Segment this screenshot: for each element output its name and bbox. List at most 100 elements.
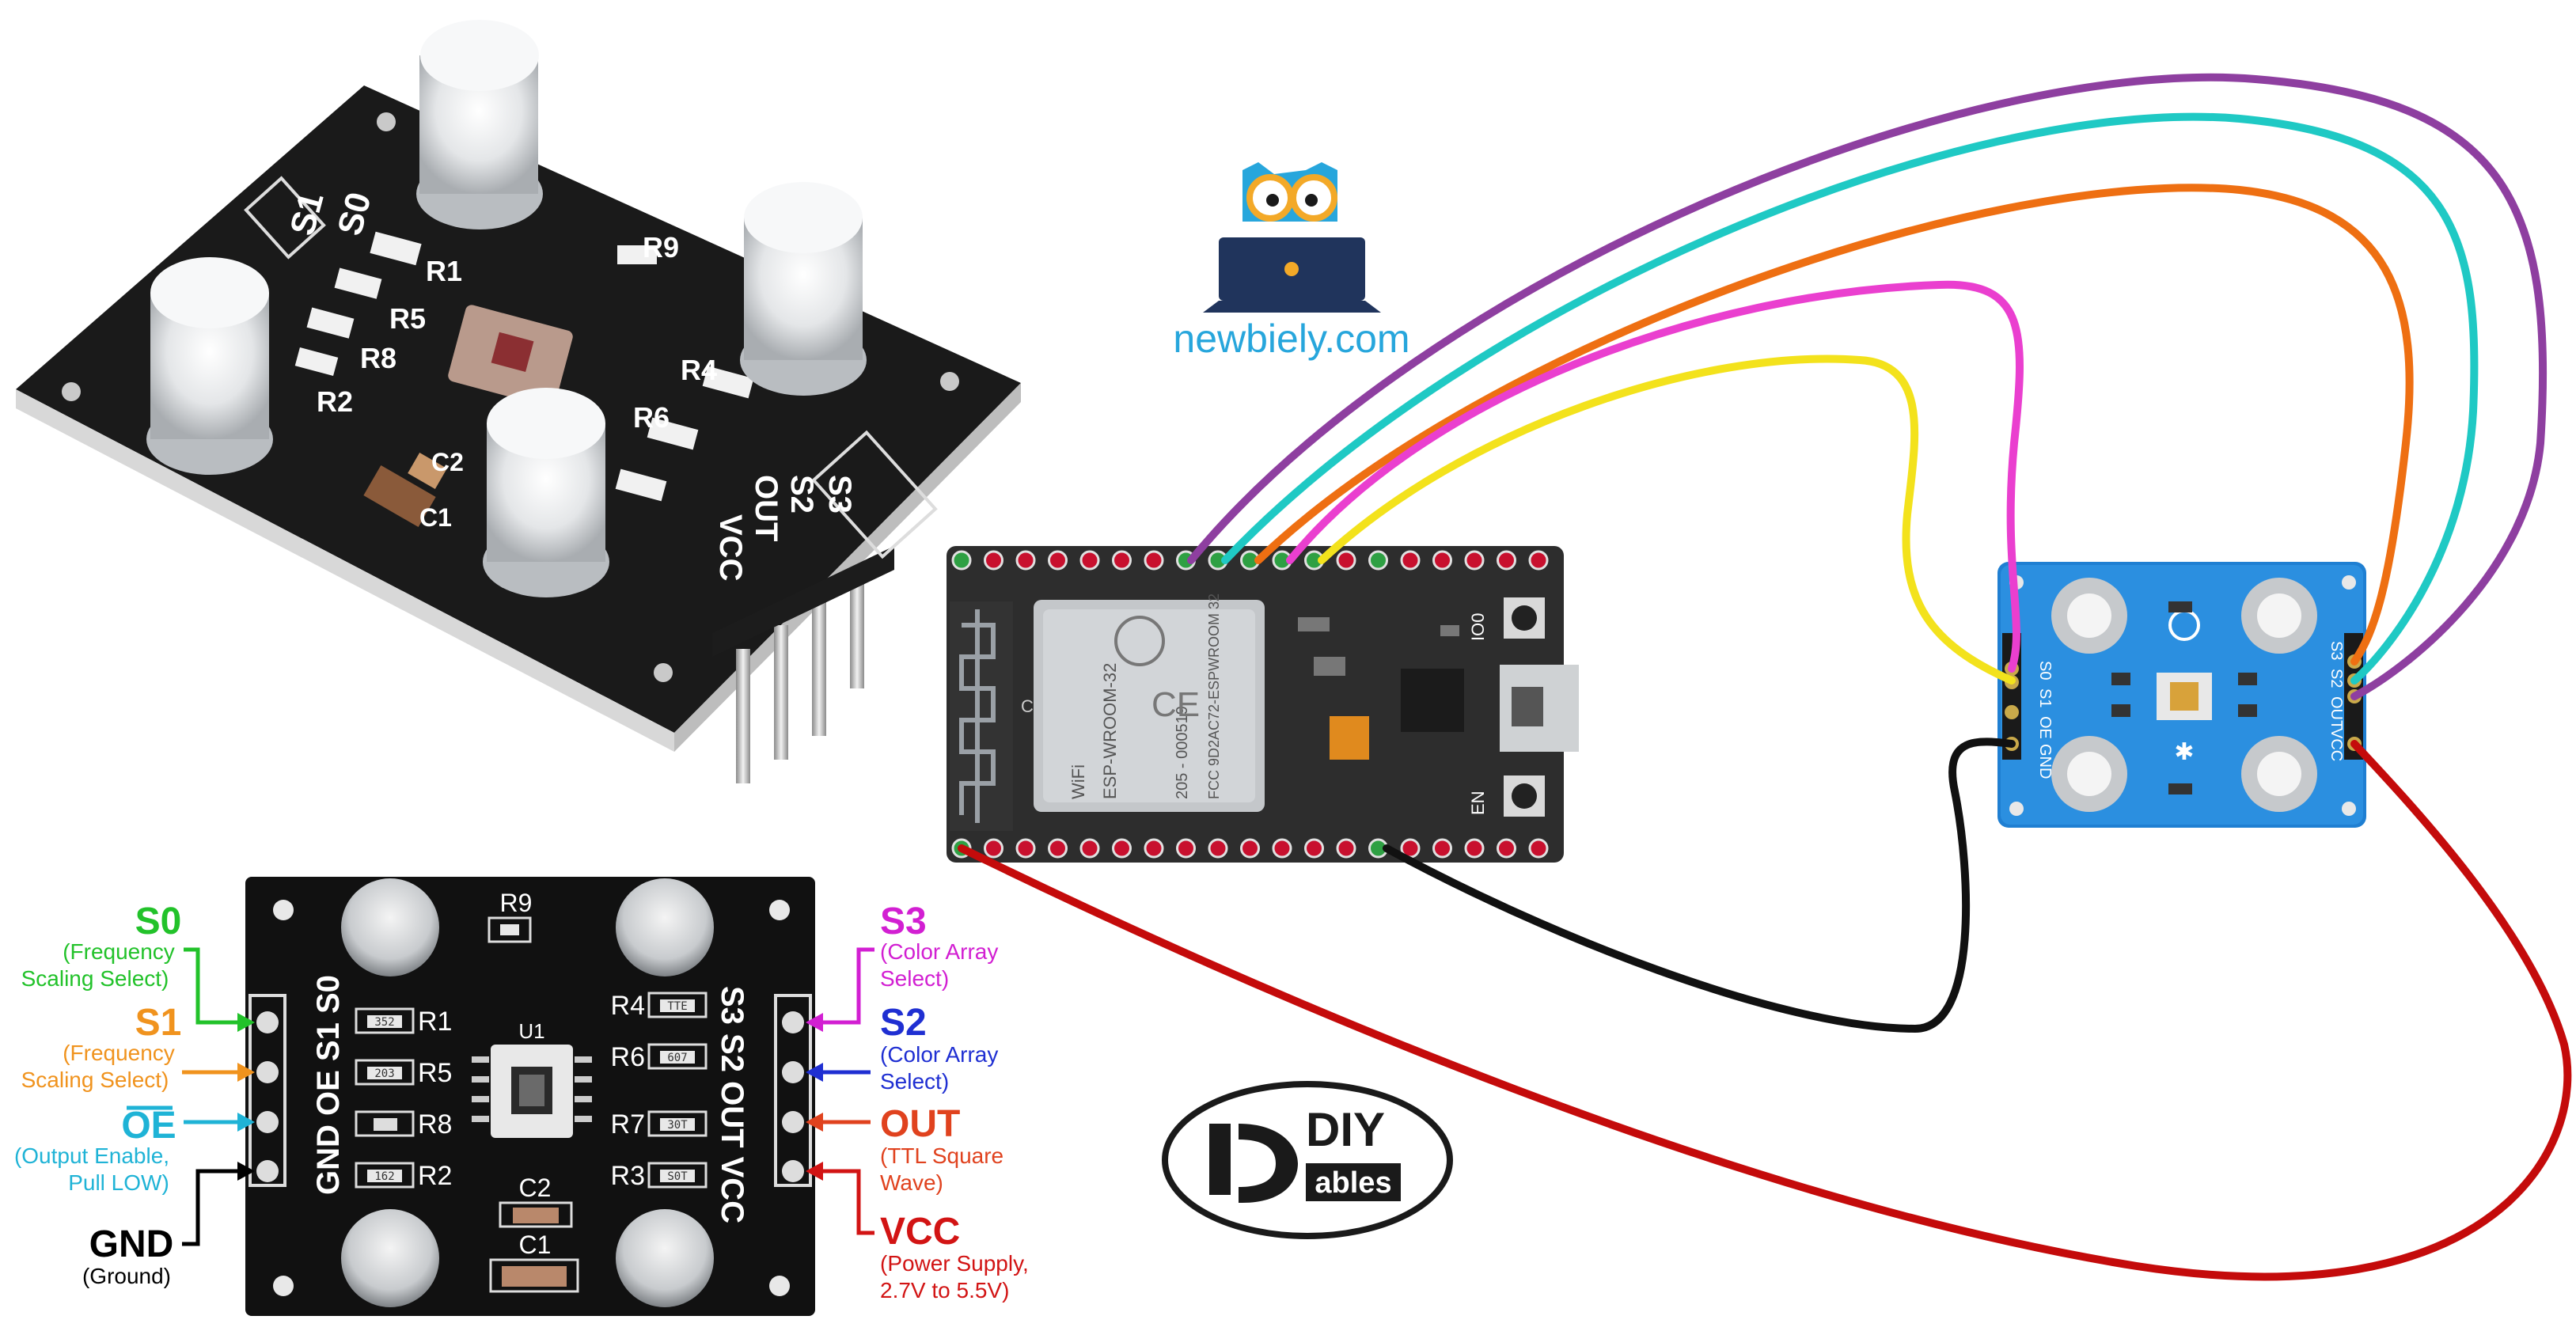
photo-led — [740, 182, 867, 396]
photo-pin-label: S2 — [784, 475, 819, 514]
esp32-pin — [1112, 550, 1132, 571]
photo-board-edge-right — [674, 383, 1021, 752]
esp32-pin — [1400, 550, 1421, 571]
mount-hole — [940, 372, 959, 391]
callout-desc: Scaling Select) — [21, 1067, 169, 1092]
photo-part-label: R4 — [681, 354, 717, 386]
right-header-label: S3 S2 OUT VCC — [715, 986, 749, 1223]
photo-part-label: R2 — [317, 385, 353, 418]
photo-board-edge — [16, 389, 674, 752]
diagram-part-label: R9 — [500, 889, 533, 917]
ce-mark: CE — [1151, 685, 1200, 724]
esp32-pin — [1497, 550, 1516, 571]
callout-desc: (Frequency — [63, 1041, 175, 1065]
callout-out: OUT (TTL Square Wave) — [806, 1103, 1003, 1195]
diagram-part-label: R1 — [418, 1007, 452, 1037]
esp32-pin — [1272, 838, 1292, 859]
photo-pin-label: OUT — [749, 475, 783, 541]
esp32-pin — [1464, 838, 1485, 859]
sensor-pin-label: OE — [2036, 716, 2054, 739]
esp32-pin — [1144, 550, 1164, 571]
sensor-pin-label: S2 — [2328, 669, 2345, 688]
sensor-pin-label: S3 — [2328, 641, 2345, 660]
smd-code: 607 — [667, 1052, 687, 1064]
left-header-outline — [248, 994, 286, 1187]
callout-s1: S1 (Frequency Scaling Select) — [21, 1002, 255, 1092]
photo-led — [483, 388, 609, 597]
esp32-pin — [1368, 550, 1388, 571]
esp32-devkit: C ESP-WROOM-32 205 - 000519 FCC 9D2AC72-… — [947, 546, 1579, 863]
esp32-pin — [1144, 838, 1164, 859]
right-pin-out — [782, 1111, 804, 1133]
wires — [958, 73, 2572, 1281]
right-pin-s3 — [782, 1011, 804, 1033]
esp32-pin — [984, 550, 1003, 571]
diagram-part-label: R7 — [611, 1109, 645, 1140]
diagram-part-label: R4 — [611, 991, 645, 1021]
callout-oe: OE (Output Enable, Pull LOW) — [14, 1105, 255, 1195]
diagram-part-label: C1 — [519, 1231, 552, 1259]
esp32-pin — [1048, 838, 1068, 859]
diagram-sensor-ic — [472, 1045, 592, 1138]
shield-text: ESP-WROOM-32 — [1100, 663, 1120, 799]
mount-hole — [654, 663, 673, 682]
diagram-led — [341, 1209, 439, 1307]
bug-logo: ✱ — [2174, 739, 2194, 765]
esp32-pin — [1079, 550, 1100, 571]
usb-uart-chip — [1401, 669, 1464, 732]
callout-name: S0 — [135, 901, 182, 942]
callout-desc: (Ground) — [82, 1264, 171, 1288]
left-pin-oe — [256, 1111, 279, 1133]
photo-pin-label: VCC — [713, 514, 748, 581]
diagram-led — [616, 878, 714, 976]
diagram-part-label: U1 — [518, 1019, 544, 1043]
esp32-pin — [1240, 838, 1260, 859]
callout-s3: S3 (Color Array Select) — [806, 901, 998, 1032]
callout-name: GND — [89, 1223, 174, 1265]
callout-name: S2 — [880, 1002, 927, 1044]
esp32-pin — [1336, 550, 1356, 571]
esp32-pin — [1432, 550, 1452, 571]
color-sensor-board: ✱ S0 S1 OE GND S3 S2 OUT VCC — [1997, 562, 2366, 828]
shield-text: FCC 9D2AC72-ESPWROOM 32 — [1206, 593, 1222, 799]
left-pin-s0 — [256, 1011, 279, 1033]
callout-desc: Select) — [880, 966, 949, 991]
esp32-pin — [1432, 838, 1452, 859]
shield-text: 205 - 000519 — [1174, 706, 1191, 799]
smd-code: 352 — [374, 1016, 394, 1029]
callout-name: VCC — [880, 1211, 960, 1253]
diagram-part-label: R8 — [418, 1109, 452, 1140]
esp32-pin — [984, 838, 1003, 859]
diagram-sensor-module: GND OE S1 S0 S3 S2 OUT VCC — [245, 877, 815, 1316]
left-header-label: GND OE S1 S0 — [311, 975, 346, 1195]
smd-code: 203 — [374, 1067, 394, 1080]
smd-code: S0T — [667, 1170, 688, 1183]
wire-s0 — [1187, 73, 2548, 700]
photo-resistors — [294, 231, 754, 528]
diagram-led — [616, 1209, 714, 1307]
callout-desc: (Color Array — [880, 939, 998, 964]
callout-name: OE — [121, 1105, 176, 1147]
sensor-pin-label: VCC — [2328, 728, 2345, 761]
photo-sensor-module: S1 S0 S3 S2 OUT VCC R1 R5 R8 R2 R9 R4 R6… — [16, 20, 1021, 783]
diyables-logo-text: DIY — [1306, 1103, 1385, 1156]
esp32-pin — [1528, 550, 1549, 571]
right-pin-s2 — [782, 1061, 804, 1083]
en-label: EN — [1468, 791, 1488, 815]
wire-s2 — [1254, 184, 2414, 666]
esp32-pin — [1079, 838, 1100, 859]
esp32-pin — [1336, 838, 1356, 859]
callout-desc: (Frequency — [63, 939, 175, 964]
callout-desc: 2.7V to 5.5V) — [880, 1278, 1009, 1303]
photo-part-label: R5 — [389, 302, 426, 335]
photo-header-pins — [712, 546, 894, 783]
esp32-pin — [1208, 838, 1228, 859]
callout-vcc: VCC (Power Supply, 2.7V to 5.5V) — [806, 1162, 1029, 1303]
smd-code: 30T — [667, 1119, 688, 1132]
sensor-pin-label: S1 — [2036, 688, 2054, 707]
site-name: newbiely.com — [1173, 317, 1409, 361]
wire-gnd — [1383, 738, 2016, 1033]
diagram-part-label: R3 — [611, 1161, 645, 1191]
sensor-pin-label: GND — [2036, 744, 2054, 779]
diagram-part-label: R5 — [418, 1058, 452, 1088]
